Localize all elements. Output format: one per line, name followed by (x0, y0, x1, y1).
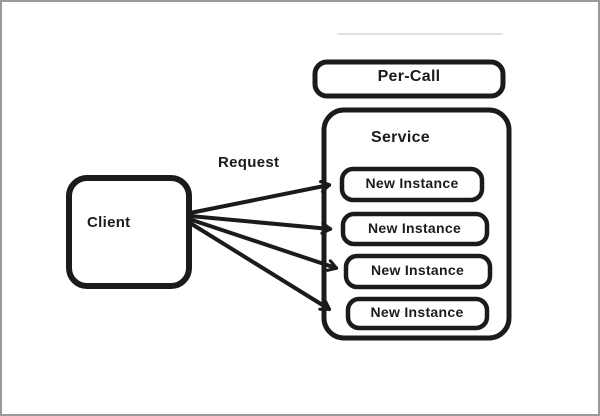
request-arrow-1 (188, 185, 329, 215)
client-node-label: Client (87, 214, 131, 231)
request-arrow-4 (188, 221, 329, 311)
new-instance-1-shape (339, 166, 485, 203)
per-call-node-shape (312, 59, 506, 99)
new-instance-1-label: New Instance (365, 175, 459, 191)
new-instance-2-label: New Instance (367, 220, 462, 236)
request-edge-label: Request (218, 154, 280, 171)
new-instance-4-shape (345, 296, 490, 331)
new-instance-3-label: New Instance (370, 262, 465, 278)
new-instance-4-label: New Instance (370, 304, 464, 320)
client-node-shape (66, 175, 192, 289)
new-instance-2-shape (340, 211, 490, 247)
new-instance-3-shape (343, 253, 493, 290)
per-call-node-label: Per-Call (377, 68, 441, 85)
request-arrow-2 (188, 214, 330, 229)
service-node-label: Service (370, 129, 431, 146)
request-arrow-3 (187, 217, 336, 268)
